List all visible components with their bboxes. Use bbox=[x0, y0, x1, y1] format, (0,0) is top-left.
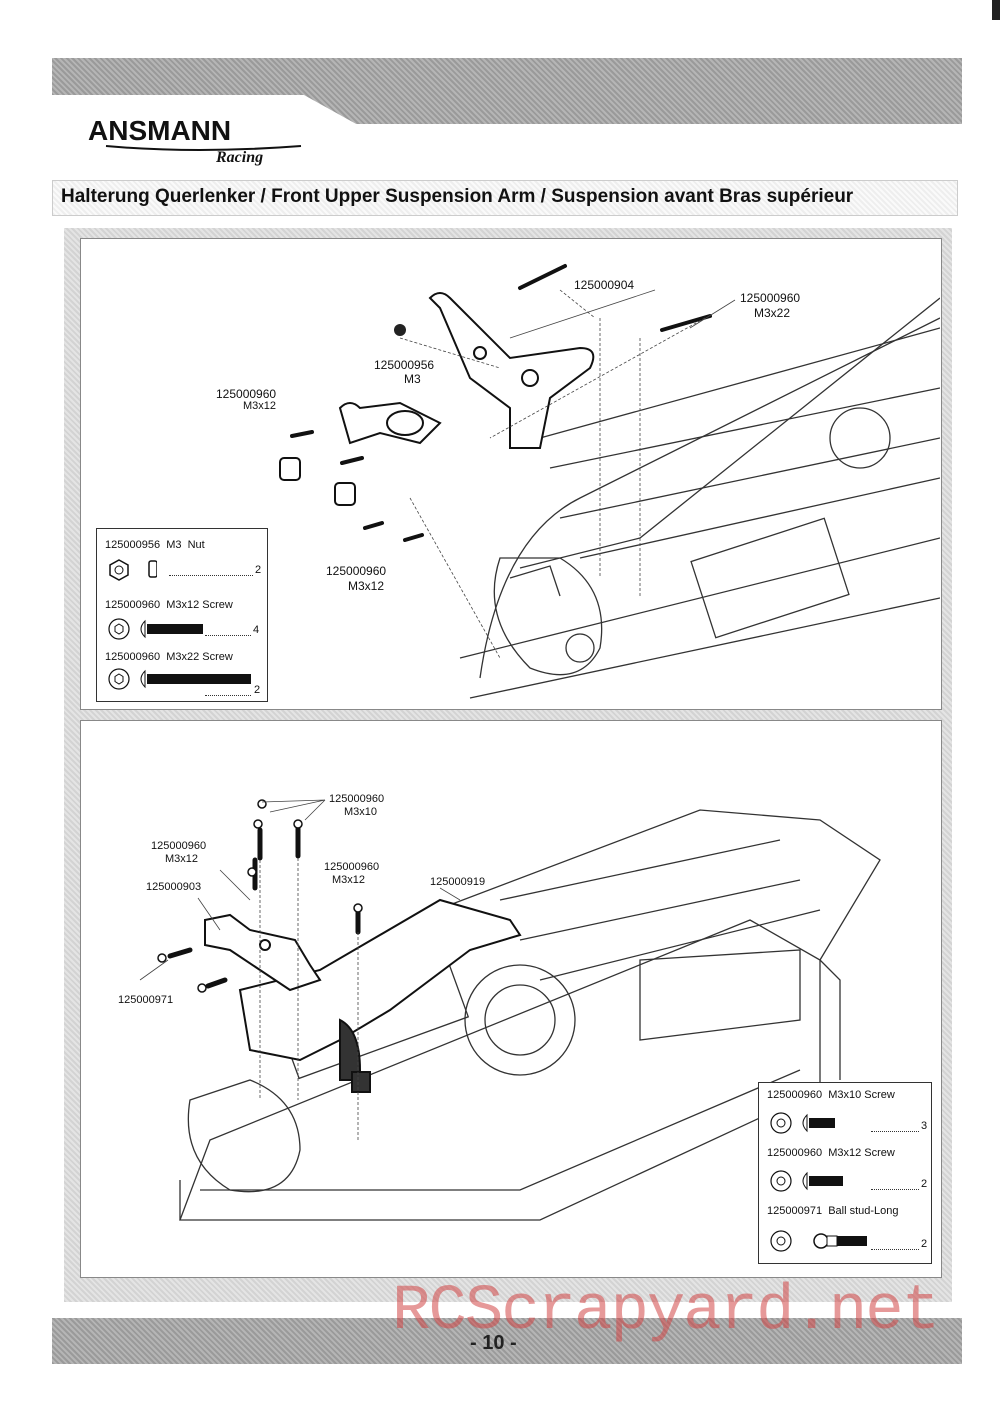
label-m3x12-top-b: M3x12 bbox=[243, 400, 277, 412]
legend-size: M3x22 bbox=[166, 651, 200, 663]
screw-m3x22-icon bbox=[108, 668, 251, 690]
parts-legend-bottom: 125000960 M3x10 Screw 3 125000960 M3x12 … bbox=[758, 1082, 932, 1264]
legend-qty: 2 bbox=[921, 1238, 928, 1250]
page-number: - 10 - bbox=[470, 1332, 517, 1354]
legend-qty: 2 bbox=[921, 1178, 928, 1190]
label-m3x12-bottom-c: M3x12 bbox=[332, 874, 366, 886]
legend-size: M3x12 bbox=[828, 1147, 862, 1159]
legend-desc: Screw bbox=[864, 1089, 895, 1101]
legend-part: 125000971 bbox=[767, 1205, 823, 1217]
legend-desc: Screw bbox=[202, 651, 233, 663]
label-125000956: 125000956 bbox=[374, 358, 435, 372]
label-125000904: 125000904 bbox=[574, 278, 635, 292]
legend-qty: 4 bbox=[253, 624, 260, 636]
brand-subname: Racing bbox=[215, 149, 263, 166]
legend-size: M3x12 bbox=[166, 599, 200, 611]
legend-part: 125000960 bbox=[105, 651, 161, 663]
watermark: RCScrapyard.net bbox=[392, 1276, 940, 1348]
footer-band bbox=[52, 1318, 962, 1364]
screw-m3x12-icon bbox=[108, 618, 203, 640]
legend-part: 125000960 bbox=[767, 1147, 823, 1159]
label-125000960-bottom-c: 125000960 bbox=[324, 861, 380, 873]
legend-desc: Screw bbox=[864, 1147, 895, 1159]
screw-m3x12-icon bbox=[770, 1170, 843, 1192]
legend-part: 125000956 bbox=[105, 539, 161, 551]
corner-mark bbox=[992, 0, 1000, 20]
top-assembly-drawing bbox=[279, 264, 940, 699]
label-125000971: 125000971 bbox=[118, 994, 174, 1006]
section-title: Halterung Querlenker / Front Upper Suspe… bbox=[61, 186, 854, 207]
legend-size: M3 bbox=[166, 539, 182, 551]
legend-part: 125000960 bbox=[105, 599, 161, 611]
legend-desc: Nut bbox=[187, 539, 205, 551]
legend-part: 125000960 bbox=[767, 1089, 823, 1101]
legend-desc: Screw bbox=[202, 599, 233, 611]
label-m3x22: M3x22 bbox=[754, 306, 791, 320]
label-m3x10: M3x10 bbox=[344, 806, 378, 818]
label-125000960-top-a: 125000960 bbox=[740, 291, 801, 305]
brand-logo: ANSMANN Racing bbox=[88, 115, 302, 166]
label-m3: M3 bbox=[404, 372, 421, 386]
legend-qty: 2 bbox=[255, 564, 262, 576]
legend-qty: 2 bbox=[254, 684, 261, 696]
brand-name: ANSMANN bbox=[88, 115, 231, 146]
screw-m3x10-icon bbox=[770, 1112, 835, 1134]
nut-icon bbox=[109, 559, 157, 581]
label-125000960-top-b: 125000960 bbox=[216, 387, 277, 401]
label-m3x12-top-c: M3x12 bbox=[348, 579, 385, 593]
legend-size: M3x10 bbox=[828, 1089, 862, 1101]
bottom-assembly-drawing bbox=[139, 799, 881, 1221]
label-125000960-top-c: 125000960 bbox=[326, 564, 387, 578]
label-125000960-bottom-a: 125000960 bbox=[329, 793, 385, 805]
section-title-bar: Halterung Querlenker / Front Upper Suspe… bbox=[52, 180, 958, 216]
label-125000919: 125000919 bbox=[430, 876, 486, 888]
ball-stud-icon bbox=[770, 1230, 867, 1252]
label-125000903: 125000903 bbox=[146, 881, 202, 893]
legend-qty: 3 bbox=[921, 1120, 928, 1132]
legend-desc: Ball stud-Long bbox=[828, 1205, 899, 1217]
parts-legend-top: 125000956 M3 Nut 2 125000960 M3x12 Screw… bbox=[96, 528, 268, 702]
label-m3x12-bottom-b: M3x12 bbox=[165, 853, 199, 865]
label-125000960-bottom-b: 125000960 bbox=[151, 840, 207, 852]
